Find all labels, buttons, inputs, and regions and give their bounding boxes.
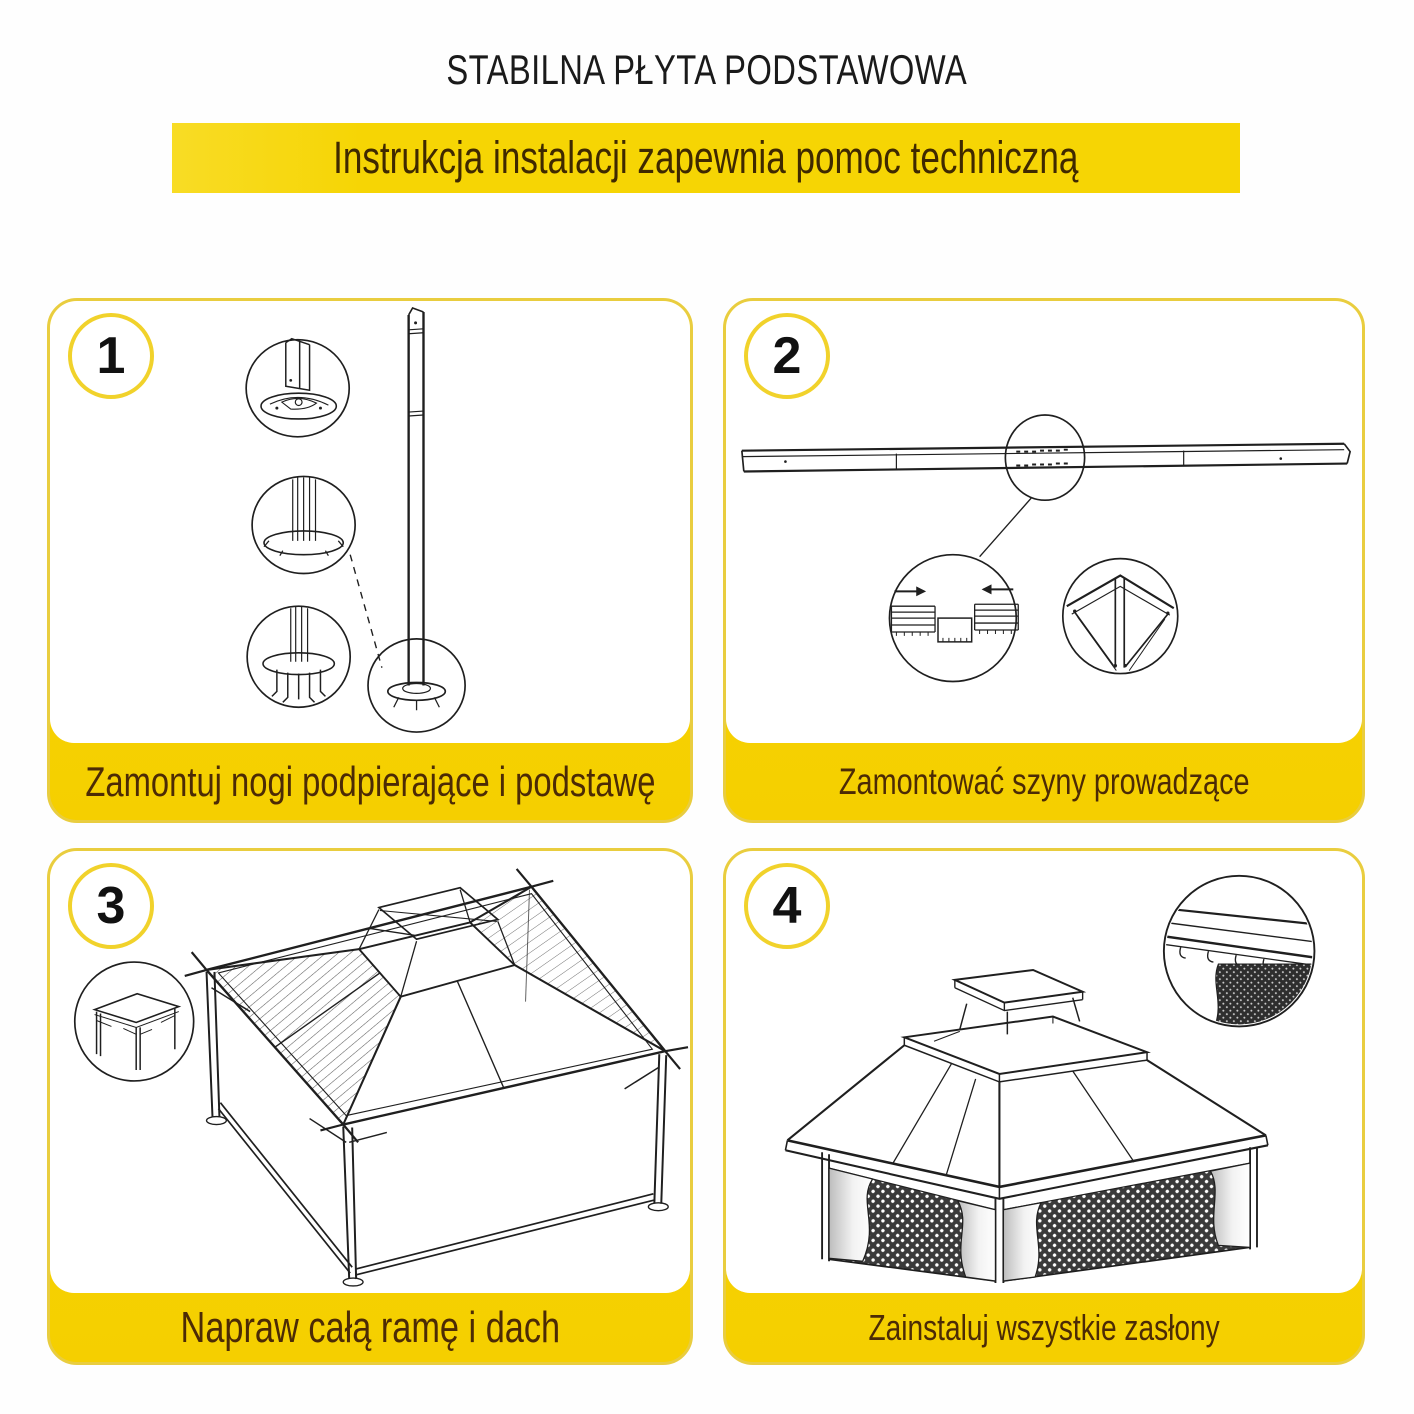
step-number: 2 [772, 327, 802, 385]
step-number: 4 [772, 877, 802, 935]
step-number: 3 [96, 877, 126, 935]
banner-text: Instrukcja instalacji zapewnia pomoc tec… [333, 132, 1079, 183]
page-title: STABILNA PŁYTA PODSTAWOWA [0, 46, 1414, 94]
step-3-drawing-area: 3 [50, 851, 690, 1293]
step-2-drawing-area: 2 [726, 301, 1362, 743]
step-caption: Napraw całą ramę i dach [180, 1302, 560, 1352]
step-3-caption-bar: Napraw całą ramę i dach [50, 1293, 690, 1362]
step-number-badge: 2 [744, 313, 830, 399]
step-1-drawing-area: 1 [50, 301, 690, 743]
step-card-4: 4 [723, 848, 1365, 1365]
step-4-illustration [784, 874, 1316, 1284]
step-caption: Zamontować szyny prowadzące [838, 760, 1250, 802]
step-2-illustration [741, 414, 1352, 683]
step-card-1: 1 [47, 298, 693, 823]
step-3-illustration [73, 868, 689, 1287]
step-card-3: 3 [47, 848, 693, 1365]
step-number: 1 [96, 327, 126, 385]
step-card-2: 2 [723, 298, 1365, 823]
step-number-badge: 3 [68, 863, 154, 949]
step-caption: Zainstaluj wszystkie zasłony [868, 1306, 1220, 1348]
step-number-badge: 4 [744, 863, 830, 949]
step-4-caption-bar: Zainstaluj wszystkie zasłony [726, 1293, 1362, 1362]
step-1-caption-bar: Zamontuj nogi podpierające i podstawę [50, 743, 690, 820]
page-title-text: STABILNA PŁYTA PODSTAWOWA [446, 46, 968, 93]
step-4-drawing-area: 4 [726, 851, 1362, 1293]
step-caption: Zamontuj nogi podpierające i podstawę [84, 757, 656, 805]
step-1-illustration [245, 307, 466, 733]
step-number-badge: 1 [68, 313, 154, 399]
step-2-caption-bar: Zamontować szyny prowadzące [726, 743, 1362, 820]
banner: Instrukcja instalacji zapewnia pomoc tec… [172, 123, 1240, 193]
